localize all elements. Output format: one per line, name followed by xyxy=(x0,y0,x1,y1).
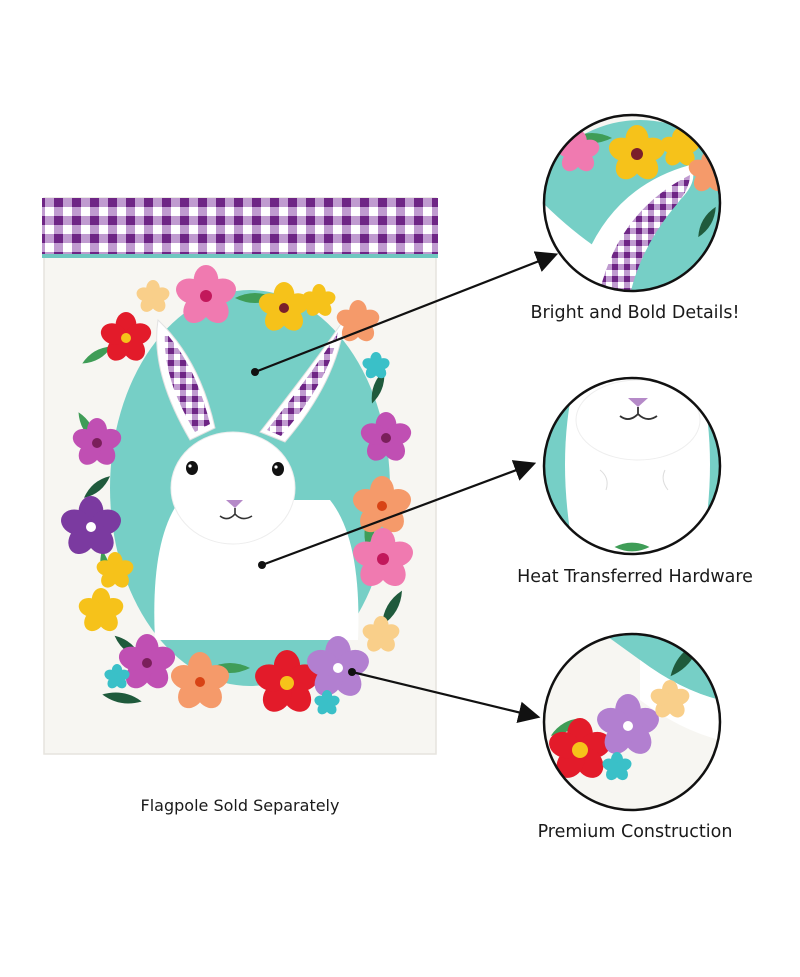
detail-circle-face xyxy=(542,376,722,556)
flower-icon xyxy=(258,282,310,334)
arrow-icon xyxy=(254,251,559,374)
flower-icon xyxy=(60,496,122,558)
caption-premium-construction: Premium Construction xyxy=(537,822,733,842)
wreath-flowers xyxy=(60,265,414,716)
arrow-icon xyxy=(261,460,537,567)
arrow-icon xyxy=(351,670,541,724)
flower-icon xyxy=(360,412,412,464)
detail-circle-flowers xyxy=(542,632,722,812)
bunny-icon xyxy=(154,317,359,640)
flower-icon xyxy=(352,476,412,536)
garden-flag xyxy=(42,197,438,755)
flower-icon xyxy=(306,636,370,700)
caption-bright-details: Bright and Bold Details! xyxy=(530,303,740,323)
flower-icon xyxy=(170,652,230,712)
caption-flagpole: Flagpole Sold Separately xyxy=(140,796,340,815)
flower-icon xyxy=(254,650,320,716)
flower-icon xyxy=(175,265,237,327)
flower-icon xyxy=(100,312,152,364)
flower-icon xyxy=(352,528,414,590)
flag-sleeve-gingham xyxy=(42,198,438,256)
flower-icon xyxy=(118,634,176,692)
caption-heat-transferred: Heat Transferred Hardware xyxy=(517,567,753,587)
flower-icon xyxy=(72,418,122,468)
detail-circle-ear xyxy=(542,113,722,293)
